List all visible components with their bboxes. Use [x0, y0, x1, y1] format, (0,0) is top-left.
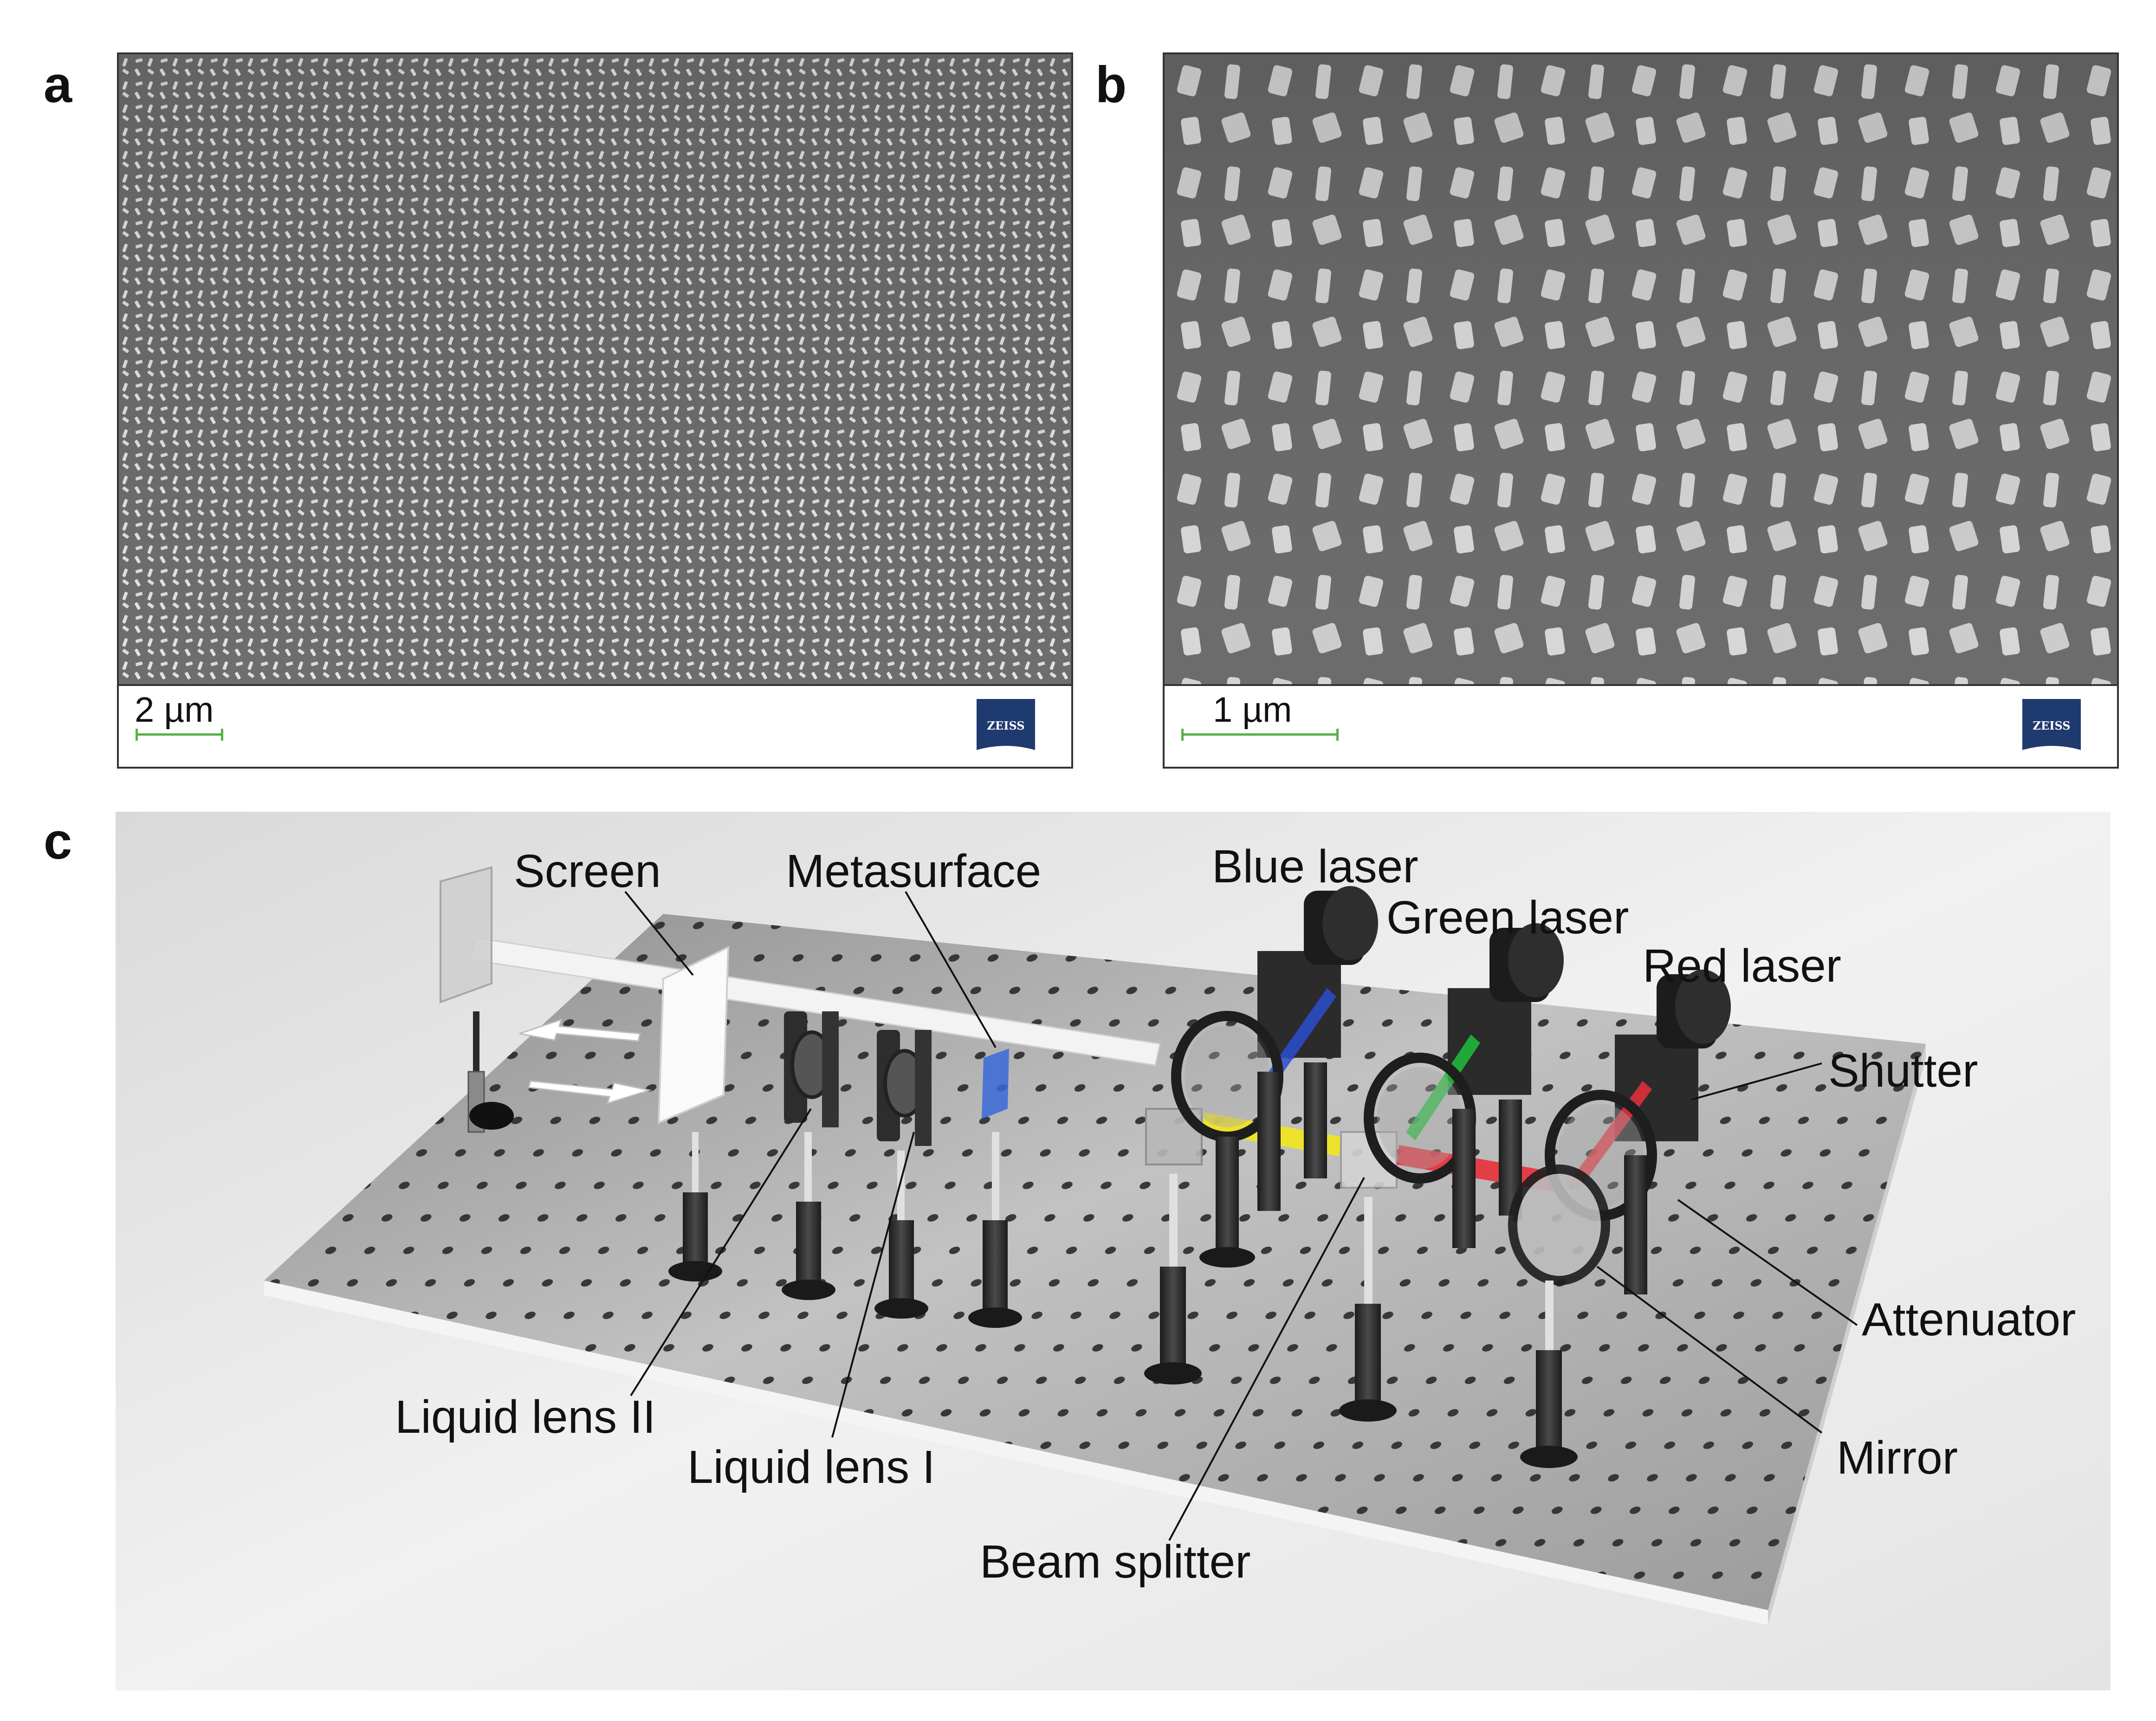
zeiss-logo-b: ZEISS: [2022, 699, 2081, 750]
sem-info-bar-a: 2 µm ZEISS: [119, 684, 1071, 767]
scale-bar-label-a: 2 µm: [135, 690, 214, 730]
liquid-lens-1-component: [874, 1030, 932, 1319]
label-shutter: Shutter: [1828, 1045, 1978, 1097]
label-mirror: Mirror: [1837, 1432, 1958, 1484]
zeiss-logo-text-b: ZEISS: [2033, 719, 2070, 732]
label-screen: Screen: [514, 845, 661, 897]
movement-arrows: [519, 1018, 652, 1105]
scale-bar-tick-left-a: [136, 729, 138, 741]
label-red-laser: Red laser: [1643, 940, 1841, 992]
optical-setup-illustration: [116, 812, 2111, 1690]
optical-setup-render: Screen Metasurface Blue laser Green lase…: [116, 812, 2111, 1690]
label-liquid-lens-1: Liquid lens I: [687, 1441, 935, 1493]
label-attenuator: Attenuator: [1862, 1294, 2076, 1346]
panel-letter-a: a: [44, 56, 72, 113]
callout-leader-lines: [624, 891, 1858, 1541]
blue-laser-assembly: [1171, 886, 1378, 1268]
screen-component: [657, 945, 730, 1281]
nanofin-array-b: [1165, 54, 2117, 688]
red-laser-assembly: [1545, 970, 1731, 1294]
liquid-lens-2-component: [782, 1011, 839, 1300]
sem-info-bar-b: 1 µm ZEISS: [1165, 684, 2117, 767]
label-green-laser: Green laser: [1386, 892, 1629, 944]
scale-bar-b: [1182, 733, 1338, 736]
panel-letter-b: b: [1095, 56, 1127, 113]
label-blue-laser: Blue laser: [1212, 841, 1418, 893]
scale-bar-tick-right-b: [1336, 729, 1339, 741]
zeiss-logo-text-a: ZEISS: [987, 719, 1024, 732]
sem-image-a: 2 µm ZEISS: [117, 52, 1073, 769]
scale-bar-a: [136, 733, 223, 736]
scale-bar-label-b: 1 µm: [1213, 690, 1292, 730]
scale-bar-tick-left-b: [1181, 729, 1184, 741]
label-metasurface: Metasurface: [786, 845, 1042, 897]
mirror-component: [1508, 1165, 1610, 1468]
scale-bar-tick-right-a: [221, 729, 223, 741]
zeiss-logo-a: ZEISS: [977, 699, 1035, 750]
label-liquid-lens-2: Liquid lens II: [395, 1391, 656, 1443]
sem-image-b: 1 µm ZEISS: [1163, 52, 2119, 769]
green-laser-assembly: [1364, 923, 1564, 1248]
nanofin-array-a: [119, 54, 1071, 688]
metasurface-component: [968, 1048, 1022, 1328]
camera-screen-far: [440, 866, 514, 1133]
label-beam-splitter: Beam splitter: [980, 1536, 1251, 1588]
panel-letter-c: c: [44, 813, 72, 870]
